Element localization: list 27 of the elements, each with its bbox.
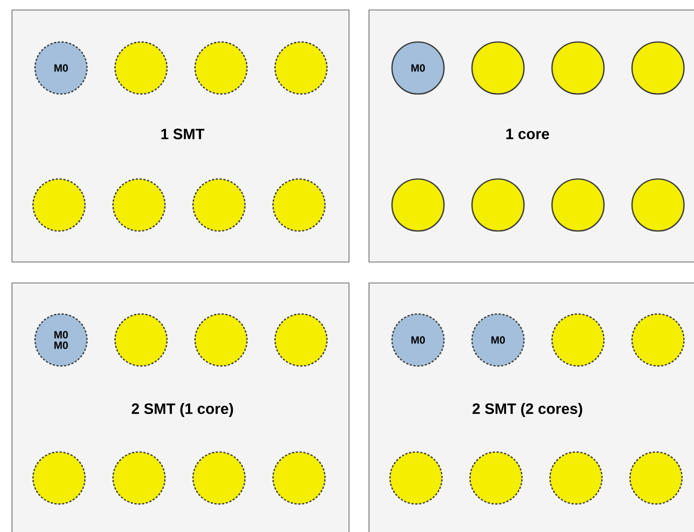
core-circle [112, 451, 166, 505]
core-circle [114, 313, 168, 367]
core-circle [469, 451, 523, 505]
core-circle [274, 41, 328, 95]
core-circle [471, 41, 525, 95]
core-circle [631, 178, 685, 232]
core-circle [631, 41, 685, 95]
core-circle [114, 41, 168, 95]
core-circle [192, 451, 246, 505]
core-circle [112, 178, 166, 232]
core-circle [32, 178, 86, 232]
core-circle [471, 178, 525, 232]
core-circle [629, 451, 683, 505]
core-circle [551, 41, 605, 95]
core-circle [194, 313, 248, 367]
core-circle [272, 178, 326, 232]
core-circle [194, 41, 248, 95]
core-circle [551, 313, 605, 367]
core-circle [549, 451, 603, 505]
core-circle [391, 178, 445, 232]
core-circle [551, 178, 605, 232]
core-circle [274, 313, 328, 367]
core-circle [272, 451, 326, 505]
core-circle [192, 178, 246, 232]
core-circle [389, 451, 443, 505]
core-circle [32, 451, 86, 505]
core-circle [631, 313, 685, 367]
